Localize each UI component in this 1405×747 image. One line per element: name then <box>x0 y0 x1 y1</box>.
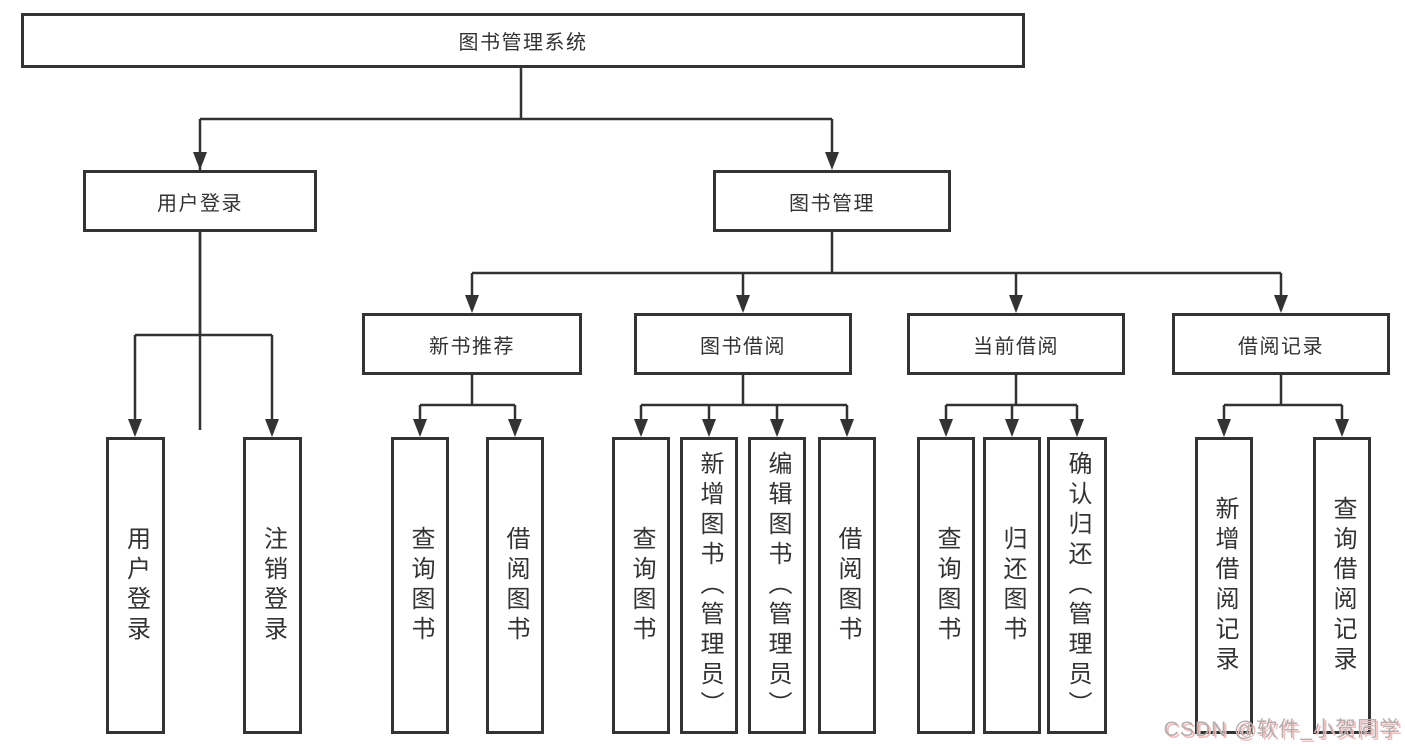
arrow-head-icon <box>413 419 427 437</box>
node-leaf-records-add: 新增借阅记录 <box>1195 437 1253 734</box>
node-leaf-current-confirm-return: 确认归还（管理员） <box>1047 437 1107 734</box>
node-borrow-records-label: 借阅记录 <box>1238 335 1324 358</box>
arrow-head-icon <box>770 419 784 437</box>
node-leaf-borrow-edit-book-label: 编辑图书（管理员） <box>764 450 791 721</box>
node-leaf-borrow-add-book-label: 新增图书（管理员） <box>696 450 723 721</box>
node-current-borrow-label: 当前借阅 <box>973 335 1059 358</box>
node-book-borrow: 图书借阅 <box>634 313 852 375</box>
arrow-head-icon <box>1217 419 1231 437</box>
node-leaf-newbook-query-label: 查询图书 <box>407 525 434 646</box>
arrow-head-icon <box>508 419 522 437</box>
node-leaf-borrow-query: 查询图书 <box>612 437 670 734</box>
node-book-management-module-label: 图书管理 <box>789 192 875 215</box>
node-book-borrow-label: 图书借阅 <box>700 335 786 358</box>
arrow-head-icon <box>1274 295 1288 313</box>
connector-user-login-children <box>128 232 279 437</box>
arrow-head-icon <box>840 419 854 437</box>
arrow-head-icon <box>465 295 479 313</box>
arrow-head-icon <box>128 419 142 437</box>
csdn-watermark: CSDN @软件_小贺同学 <box>1163 718 1401 741</box>
node-leaf-newbook-query: 查询图书 <box>391 437 449 734</box>
node-leaf-records-query: 查询借阅记录 <box>1313 437 1371 734</box>
node-leaf-user-login: 用户登录 <box>106 437 165 734</box>
arrow-head-icon <box>1335 419 1349 437</box>
node-borrow-records: 借阅记录 <box>1172 313 1390 375</box>
arrow-head-icon <box>634 419 648 437</box>
node-leaf-logout-label: 注销登录 <box>259 525 287 646</box>
node-root-system: 图书管理系统 <box>21 13 1025 68</box>
node-user-login-module-label: 用户登录 <box>157 192 243 215</box>
node-leaf-borrow-add-book: 新增图书（管理员） <box>680 437 738 734</box>
arrow-head-icon <box>825 152 839 170</box>
arrow-head-icon <box>736 295 750 313</box>
node-leaf-logout: 注销登录 <box>243 437 302 734</box>
node-leaf-records-add-label: 新增借阅记录 <box>1211 495 1238 676</box>
connector-book-management-children <box>465 232 1288 313</box>
node-leaf-borrow-query-label: 查询图书 <box>628 525 655 646</box>
arrow-head-icon <box>1005 419 1019 437</box>
node-leaf-current-confirm-return-label: 确认归还（管理员） <box>1064 450 1091 721</box>
node-book-management-module: 图书管理 <box>713 170 951 232</box>
connector-borrow-records-children <box>1217 375 1349 437</box>
arrow-head-icon <box>265 419 279 437</box>
node-leaf-user-login-label: 用户登录 <box>122 525 150 646</box>
node-leaf-borrow-book-label: 借阅图书 <box>834 525 861 646</box>
arrow-head-icon <box>193 152 207 170</box>
arrow-head-icon <box>1070 419 1084 437</box>
connector-current-borrow-children <box>939 375 1084 437</box>
connector-book-borrow-children <box>634 375 854 437</box>
node-user-login-module: 用户登录 <box>83 170 317 232</box>
node-leaf-current-return: 归还图书 <box>983 437 1041 734</box>
node-leaf-records-query-label: 查询借阅记录 <box>1329 495 1356 676</box>
node-leaf-current-return-label: 归还图书 <box>999 525 1026 646</box>
node-root-system-label: 图书管理系统 <box>458 32 588 54</box>
node-current-borrow: 当前借阅 <box>907 313 1125 375</box>
node-leaf-newbook-borrow-label: 借阅图书 <box>502 525 529 646</box>
node-leaf-newbook-borrow: 借阅图书 <box>486 437 544 734</box>
arrow-head-icon <box>1009 295 1023 313</box>
arrow-head-icon <box>939 419 953 437</box>
node-leaf-current-query: 查询图书 <box>917 437 975 734</box>
node-new-book-recommend-label: 新书推荐 <box>429 335 515 358</box>
node-new-book-recommend: 新书推荐 <box>362 313 582 375</box>
connector-new-book-children <box>413 375 522 437</box>
node-leaf-current-query-label: 查询图书 <box>933 525 960 646</box>
node-leaf-borrow-book: 借阅图书 <box>818 437 876 734</box>
node-leaf-borrow-edit-book: 编辑图书（管理员） <box>748 437 806 734</box>
arrow-head-icon <box>702 419 716 437</box>
